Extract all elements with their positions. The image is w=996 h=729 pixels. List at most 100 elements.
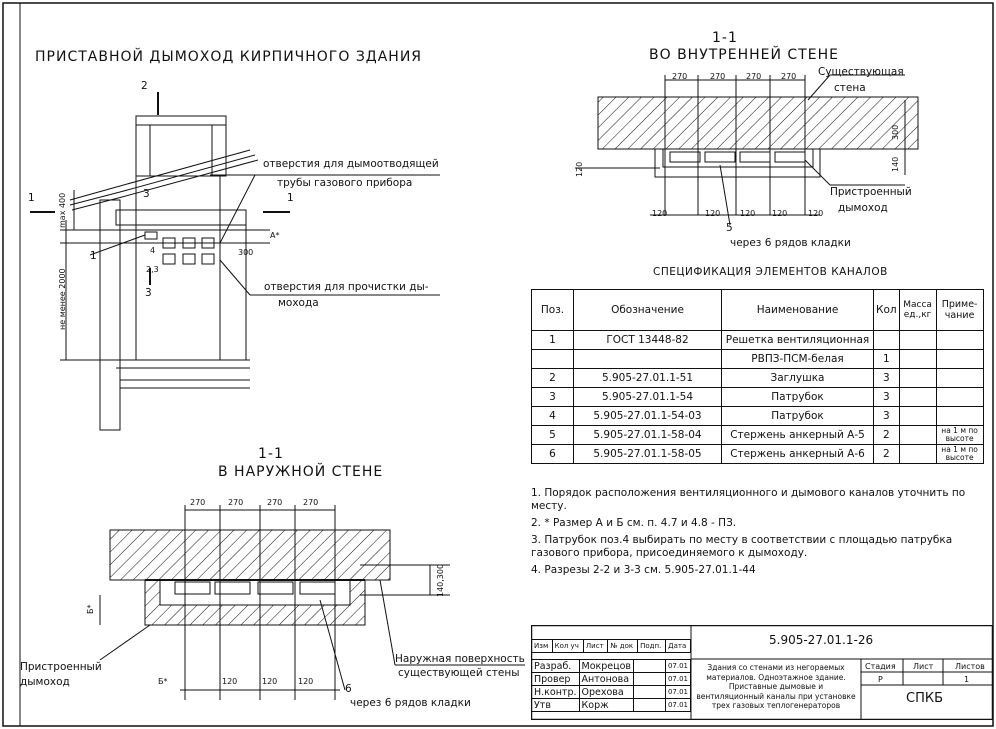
spec-cell: Патрубок [721, 406, 874, 426]
elevation-title: ПРИСТАВНОЙ ДЫМОХОД КИРПИЧНОГО ЗДАНИЯ [35, 49, 423, 65]
spec-cell: 5 [531, 425, 574, 445]
stamp-person: Корж [578, 698, 635, 712]
stamp-role: Разраб. [531, 659, 580, 673]
spec-header: Кол [873, 289, 900, 331]
inner-dim-top-1: 270 [672, 72, 688, 81]
spec-cell: 5.905-27.01.1-58-05 [573, 444, 722, 464]
stamp-role: Н.контр. [531, 685, 580, 699]
outer-wall-section [99, 505, 525, 700]
inner-dim-left: 120 [575, 161, 584, 177]
inner-label-wall-2: стена [834, 82, 866, 94]
inner-dim-top-4: 270 [781, 72, 797, 81]
approval-table: Изм Кол уч Лист № док Подп. Дата [531, 625, 691, 653]
spec-cell [898, 349, 937, 369]
outer-dim-top-1: 270 [190, 498, 206, 507]
spec-cell: 2 [873, 444, 900, 464]
spec-cell: ГОСТ 13448-82 [573, 330, 722, 350]
spec-cell: 2 [531, 368, 574, 388]
spec-cell: на 1 м по высоте [935, 444, 984, 464]
spec-title: СПЕЦИФИКАЦИЯ ЭЛЕМЕНТОВ КАНАЛОВ [653, 266, 888, 278]
stage-header: Стадия [865, 662, 896, 671]
inner-dim-140: 140 [891, 156, 900, 172]
stamp-role: Провер [531, 672, 580, 686]
inner-label-flue-2: дымоход [838, 202, 888, 214]
stamp-date: 07.01 [664, 698, 692, 712]
section-mark-2: 2 [141, 80, 148, 92]
spec-cell [898, 330, 937, 350]
signature [633, 672, 666, 686]
inner-section-number: 1-1 [712, 30, 738, 46]
callout-flue-line2: трубы газового прибора [277, 177, 413, 189]
inner-mark-5: 5 [726, 222, 733, 234]
spec-cell [935, 330, 984, 350]
spec-cell: 3 [873, 406, 900, 426]
position-1-label: 1 [90, 250, 97, 262]
spec-cell [531, 349, 574, 369]
spec-cell [898, 406, 937, 426]
callout-cleanout-line1: отверстия для прочистки ды- [264, 281, 429, 293]
spec-header: Обозначение [573, 289, 722, 331]
position-4-label: 4 [150, 246, 156, 255]
outer-dim-bot-3: 120 [298, 677, 314, 686]
spec-header: Масса ед.,кг [898, 289, 937, 331]
spec-cell [873, 330, 900, 350]
inner-dim-bot-2: 120 [705, 209, 721, 218]
spec-cell: 1 [873, 349, 900, 369]
outer-label-surface-1: Наружная поверхность [395, 653, 525, 665]
callout-cleanout-line2: мохода [278, 297, 319, 309]
notes-list: 1. Порядок расположения вентиляционного … [531, 487, 971, 581]
document-code: 5.905-27.01.1-26 [769, 633, 874, 647]
spec-cell [898, 368, 937, 388]
spec-cell: Решетка вентиляционная [721, 330, 874, 350]
stamp-person: Орехова [578, 685, 635, 699]
signature [633, 698, 666, 712]
spec-cell: Заглушка [721, 368, 874, 388]
inner-wall-section [575, 74, 919, 226]
inner-section-title: ВО ВНУТРЕННЕЙ СТЕНЕ [649, 47, 839, 63]
note-item: 1. Порядок расположения вентиляционного … [531, 487, 966, 512]
section-mark-3b: 3 [145, 287, 152, 299]
spec-cell: Патрубок [721, 387, 874, 407]
stamp-head: Лист [582, 639, 609, 653]
spec-cell: РВПЗ-ПСМ-белая [721, 349, 874, 369]
signature [633, 659, 666, 673]
spec-cell [935, 387, 984, 407]
spec-cell: 3 [873, 368, 900, 388]
outer-note-rows: через 6 рядов кладки [350, 697, 471, 709]
note-item: 3. Патрубок поз.4 выбирать по месту в со… [531, 534, 953, 559]
sheets-header: Листов [955, 662, 985, 671]
outer-dim-bot-2: 120 [262, 677, 278, 686]
stamp-head: Подп. [637, 639, 667, 653]
spec-cell: 5.905-27.01.1-58-04 [573, 425, 722, 445]
position-23-label: 2,3 [146, 265, 159, 274]
outer-section-title: В НАРУЖНОЙ СТЕНЕ [218, 464, 384, 480]
outer-dim-bot-1: 120 [222, 677, 238, 686]
inner-dim-300: 300 [891, 124, 900, 140]
stamp-person: Мокрецов [578, 659, 635, 673]
note-item: 2. * Размер А и Б см. п. 4.7 и 4.8 - ПЗ. [531, 517, 737, 529]
outer-label-surface-2: существующей стены [398, 667, 520, 679]
inner-dim-top-3: 270 [746, 72, 762, 81]
spec-cell: 2 [873, 425, 900, 445]
spec-cell: 5.905-27.01.1-54-03 [573, 406, 722, 426]
spec-table: Поз. Обозначение Наименование Кол Масса … [531, 289, 984, 464]
spec-cell: 5.905-27.01.1-51 [573, 368, 722, 388]
outer-dim-b-left: Б* [86, 604, 95, 615]
spec-cell [898, 444, 937, 464]
dim-300: 300 [238, 248, 254, 257]
inner-dim-bot-5: 120 [808, 209, 824, 218]
stage-value: Р [878, 675, 883, 684]
stamp-head: № док [607, 639, 639, 653]
section-mark-1-right: 1 [287, 192, 294, 204]
sheets-value: 1 [964, 675, 970, 684]
stamp-role: Утв [531, 698, 580, 712]
dim-a: А* [270, 231, 280, 240]
